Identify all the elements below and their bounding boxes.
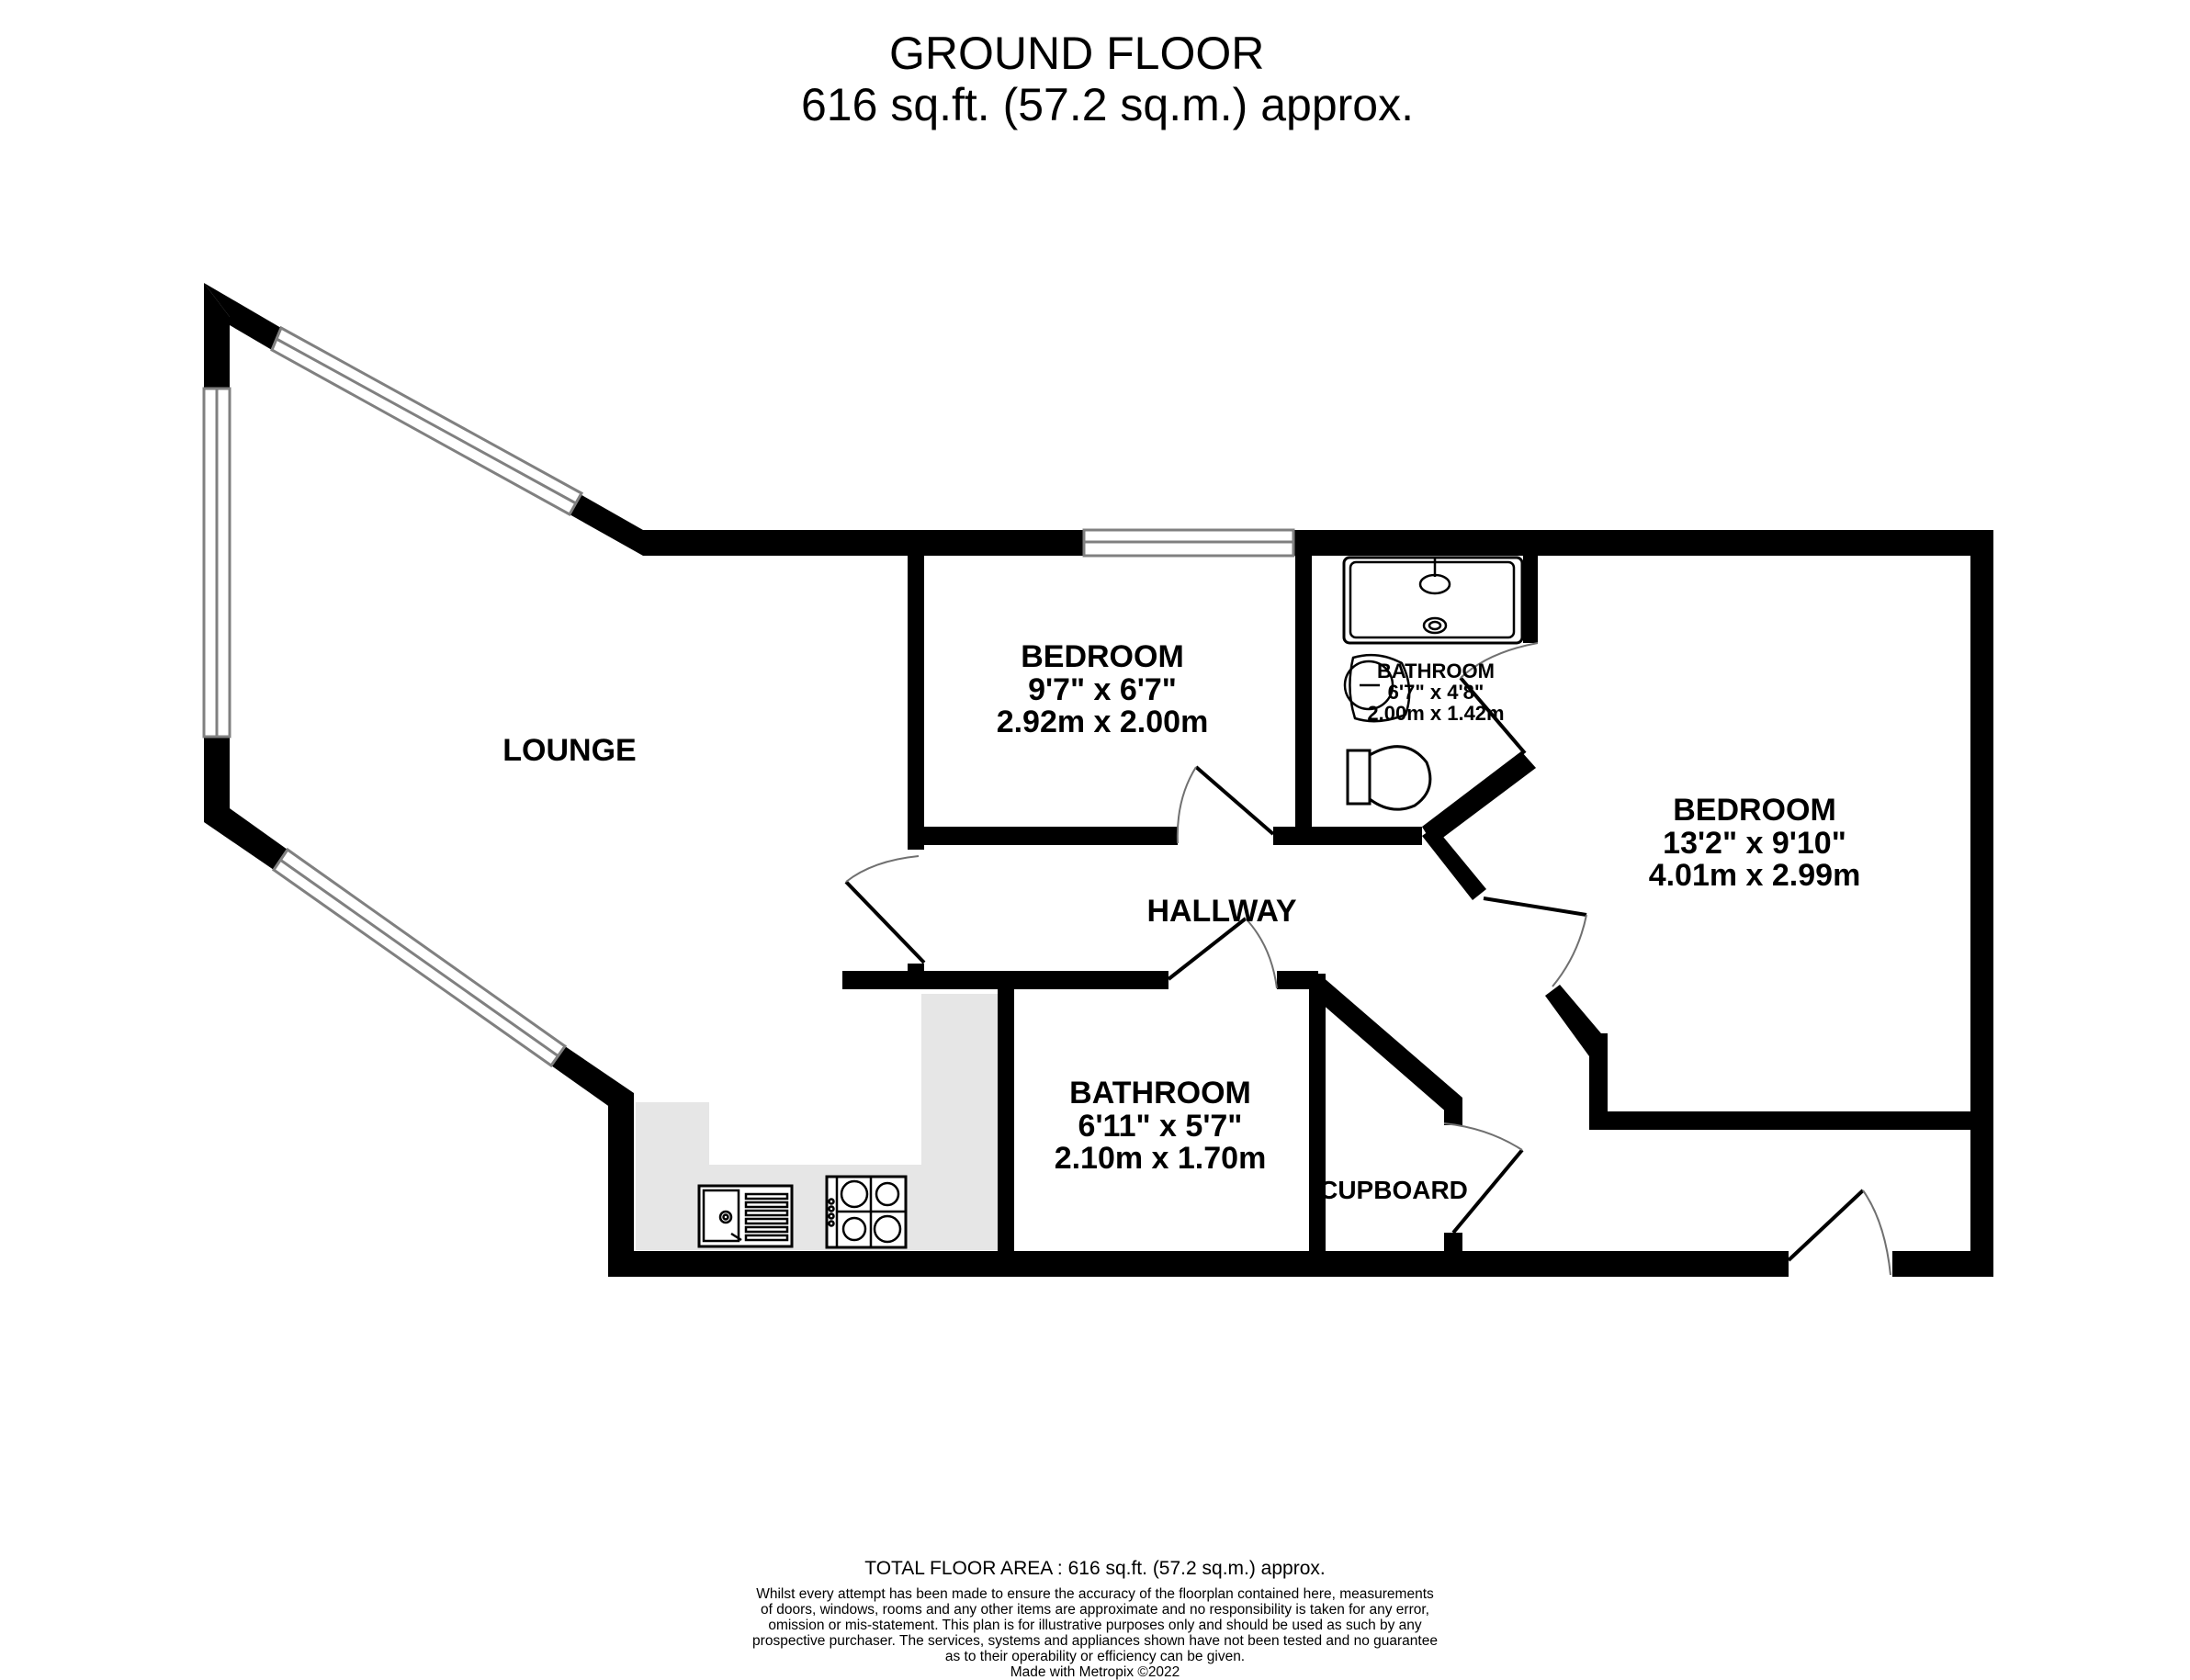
disclaimer-line: of doors, windows, rooms and any other i…	[760, 1602, 1429, 1618]
walls	[204, 283, 1993, 1277]
kitchen-worktop	[636, 994, 998, 1250]
wash-basin-icon	[1343, 653, 1411, 723]
room-label-cupboard: CUPBOARD	[1306, 1176, 1481, 1204]
room-label-bedroom-small: BEDROOM 9'7" x 6'7" 2.92m x 2.00m	[992, 639, 1213, 740]
floor-title: GROUND FLOOR	[889, 28, 1265, 79]
room-label-bathroom: BATHROOM 6'11" x 5'7" 2.10m x 1.70m	[1018, 1077, 1303, 1176]
disclaimer: Whilst every attempt has been made to en…	[0, 1586, 2190, 1680]
room-label-bedroom-main: BEDROOM 13'2" x 9'10" 4.01m x 2.99m	[1608, 793, 1902, 894]
total-floor-area: TOTAL FLOOR AREA : 616 sq.ft. (57.2 sq.m…	[864, 1558, 1326, 1579]
window-southwest	[271, 847, 568, 1068]
room-dim-imperial: 13'2" x 9'10"	[1663, 825, 1846, 861]
door-entrance	[1787, 1189, 1891, 1276]
disclaimer-line: Whilst every attempt has been made to en…	[756, 1586, 1434, 1602]
room-name: CUPBOARD	[1319, 1176, 1468, 1204]
room-dim-imperial: 6'11" x 5'7"	[1078, 1108, 1243, 1144]
window-west	[202, 387, 231, 739]
room-dim-imperial: 6'7" x 4'8"	[1387, 681, 1484, 705]
floor-area: 616 sq.ft. (57.2 sq.m.) approx.	[801, 79, 1414, 130]
shower-tray-icon	[1342, 556, 1524, 645]
room-label-ensuite-bathroom: BATHROOM 6'7" x 4'8" 2.00m x 1.42m	[1358, 660, 1514, 724]
door-lounge	[844, 855, 926, 964]
room-dim-imperial: 9'7" x 6'7"	[1028, 671, 1177, 707]
room-label-lounge: LOUNGE	[478, 733, 661, 768]
disclaimer-line: prospective purchaser. The services, sys…	[752, 1633, 1438, 1649]
room-name: BATHROOM	[1069, 1076, 1251, 1111]
room-name: LOUNGE	[502, 733, 637, 768]
door-bedroom-main	[1483, 896, 1587, 987]
doors	[844, 642, 1891, 1276]
window-northwest	[270, 325, 584, 517]
disclaimer-line: omission or mis-statement. This plan is …	[768, 1618, 1422, 1633]
room-dim-metric: 2.00m x 1.42m	[1367, 702, 1505, 726]
room-dim-metric: 2.92m x 2.00m	[996, 705, 1209, 740]
room-name: BEDROOM	[1021, 639, 1184, 674]
window-bedroom-north	[1082, 528, 1295, 558]
windows	[202, 325, 1295, 1068]
disclaimer-line: as to their operability or efficiency ca…	[944, 1649, 1246, 1664]
room-name: BATHROOM	[1377, 660, 1495, 682]
door-bathroom	[1167, 917, 1278, 989]
toilet-icon	[1346, 745, 1432, 811]
room-dim-metric: 2.10m x 1.70m	[1054, 1141, 1267, 1177]
room-dim-metric: 4.01m x 2.99m	[1648, 858, 1861, 894]
kitchen-sink-icon	[697, 1184, 794, 1248]
door-ensuite	[1459, 642, 1539, 755]
door-cupboard	[1443, 1122, 1524, 1235]
room-name: HALLWAY	[1146, 894, 1297, 929]
door-bedroom-small	[1176, 765, 1275, 844]
hob-icon	[825, 1175, 908, 1249]
room-name: BEDROOM	[1673, 793, 1836, 828]
metropix-credit: Made with Metropix ©2022	[1010, 1664, 1180, 1680]
room-label-hallway: HALLWAY	[1121, 894, 1323, 929]
